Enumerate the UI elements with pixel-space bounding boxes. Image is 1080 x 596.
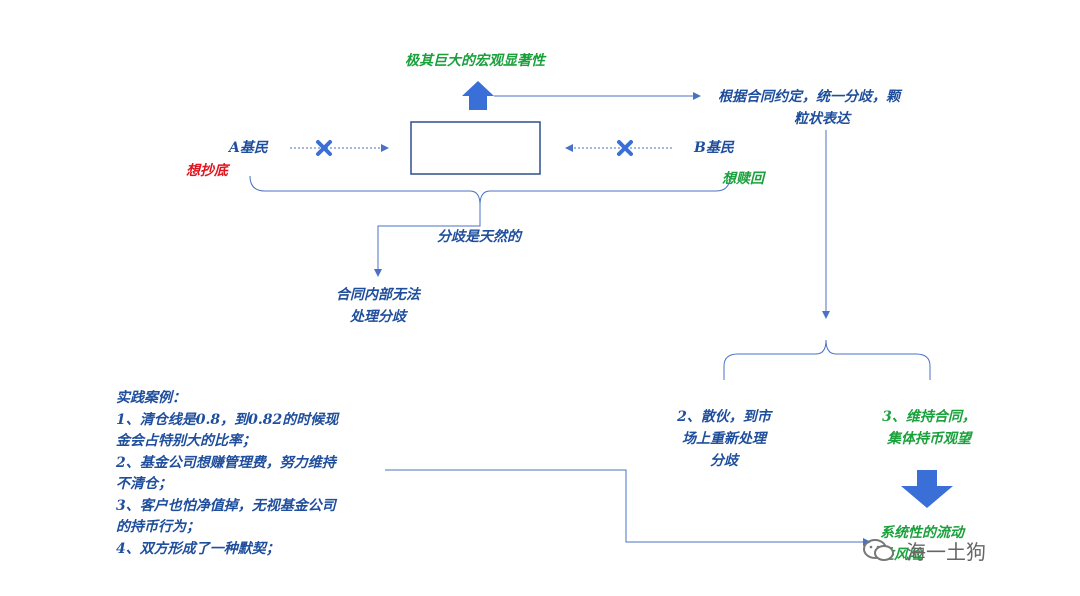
options-brace [723,339,931,380]
case-text: 实践案例： 1、清仓线是0.8，到0.82的时候现 金会占特别大的比率； 2、基… [116,388,338,560]
watermark: 海一土狗 [862,536,1052,566]
internal-unable-label: 合同内部无法 处理分歧 [336,287,420,325]
top-label: 极其巨大的宏观显著性 [405,53,545,69]
b-cross-icon [617,140,633,156]
internal-connector [374,205,481,277]
option-2-label: 2、散伙，到市 场上重新处理 分歧 [677,409,771,469]
up-arrow-icon [462,81,494,110]
case-line: 金会占特别大的比率； [116,433,256,449]
a-cross-icon [316,140,332,156]
party-b-label: B基民 [694,140,734,156]
case-title: 实践案例： [116,390,186,406]
party-a-want: 想抄底 [186,163,228,179]
wechat-icon [863,539,894,561]
case-line: 不清仓； [116,476,172,492]
case-connector [385,469,871,546]
case-line: 的持币行为； [116,519,200,535]
divergence-natural-label: 分歧是天然的 [437,229,521,245]
case-line: 3、客户也怕净值掉，无视基金公司 [116,497,336,514]
party-b-want: 想赎回 [722,171,764,187]
party-a-label: A基民 [229,140,268,156]
ab-brace [249,175,731,206]
case-line: 2、基金公司想赚管理费，努力维持 [116,454,336,471]
case-line: 1、清仓线是0.8，到0.82的时候现 [116,411,339,428]
option-3-label: 3、维持合同， 集体持币观望 [882,409,976,447]
case-line: 4、双方形成了一种默契； [116,540,280,557]
watermark-text: 海一土狗 [906,540,986,564]
contract-divergence-label: 根据合同约定，统一分歧，颗 粒状表达 [718,89,900,127]
down-arrow-icon [901,470,953,508]
fund-box [410,121,541,175]
